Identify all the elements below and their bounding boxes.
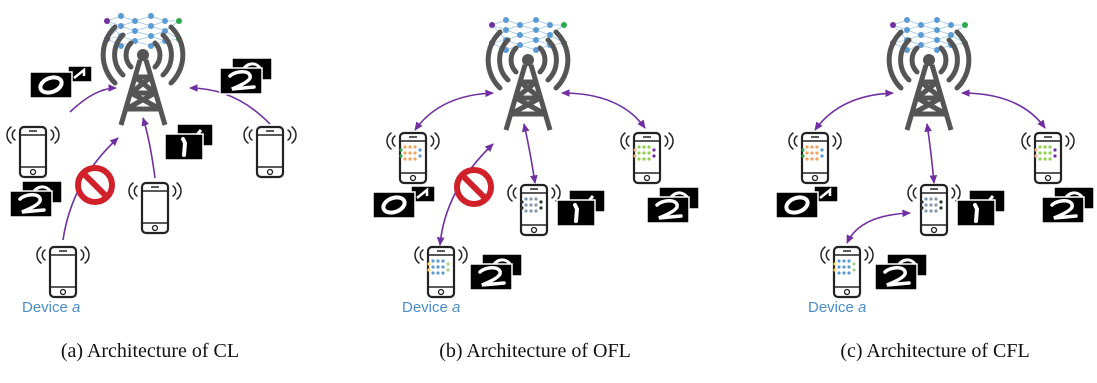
phone-icon	[242, 125, 298, 179]
digit-zero-image	[28, 64, 94, 100]
digit-one-image	[555, 188, 607, 228]
digit-two-image	[645, 185, 701, 225]
device-label: Device a	[22, 299, 80, 316]
phone-icon	[819, 245, 875, 299]
device-label: Device a	[808, 299, 866, 316]
digit-zero-image	[774, 184, 840, 220]
phone-icon	[127, 181, 183, 235]
phone-icon	[1020, 131, 1076, 185]
phone-icon	[385, 131, 441, 185]
phone-icon	[5, 125, 61, 179]
phone-icon	[619, 131, 675, 185]
panel-a: Device a	[5, 12, 298, 316]
cell-tower-icon	[889, 32, 969, 130]
cell-tower-icon	[488, 32, 568, 130]
digit-two-image	[468, 252, 524, 292]
digit-two-image	[873, 252, 929, 292]
prohibited-icon	[78, 168, 112, 202]
cell-tower-icon	[103, 27, 183, 125]
digit-one-image	[163, 122, 215, 162]
phone-icon	[906, 183, 962, 237]
prohibited-icon	[457, 170, 491, 204]
panel-b: Device a	[371, 16, 701, 316]
phone-icon	[506, 183, 562, 237]
phone-icon	[35, 245, 91, 299]
phone-icon	[413, 245, 469, 299]
arrows-c	[814, 89, 1046, 244]
digit-two-image	[8, 179, 64, 219]
arrows-b	[414, 89, 646, 246]
digit-zero-image	[371, 184, 437, 220]
caption-ofl: (b) Architecture of OFL	[439, 340, 631, 362]
digit-two-image	[218, 56, 274, 96]
panel-c: Device a	[774, 16, 1096, 316]
phone-icon	[787, 131, 843, 185]
caption-cfl: (c) Architecture of CFL	[840, 340, 1030, 362]
digit-two-image	[1040, 185, 1096, 225]
device-label: Device a	[402, 299, 460, 316]
caption-cl: (a) Architecture of CL	[60, 340, 240, 362]
digit-one-image	[955, 188, 1007, 228]
